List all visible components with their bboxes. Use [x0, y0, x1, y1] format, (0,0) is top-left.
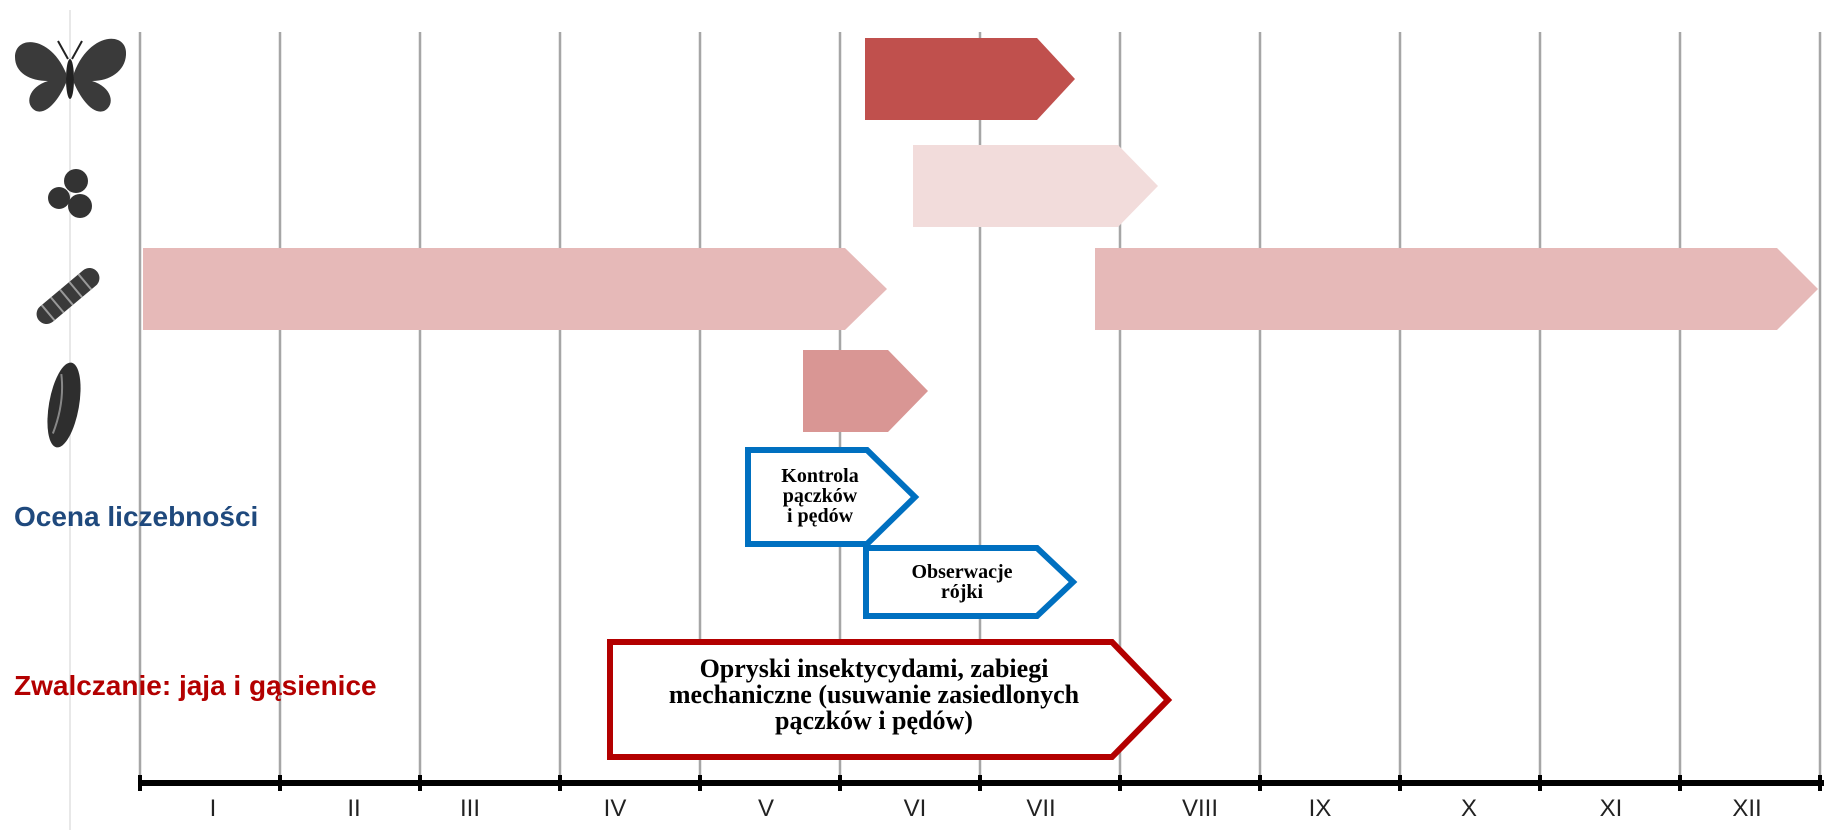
month-label-12: XII [1732, 795, 1762, 822]
grid-lines [138, 32, 1822, 785]
month-label-5: V [757, 795, 774, 822]
eggs-icon [48, 169, 92, 218]
month-label-8: VIII [1181, 795, 1218, 822]
time-axis [138, 775, 1824, 791]
spraying-line-3: pączków i pędów) [775, 706, 973, 735]
month-label-2: II [347, 795, 361, 822]
month-label-4: IV [603, 795, 627, 822]
spraying-line-1: Opryski insektycydami, zabiegi [699, 654, 1049, 683]
swarm-observation-line-2: rójki [940, 581, 984, 603]
month-label-1: I [209, 795, 217, 822]
buds-check-line-1: Kontrola [781, 465, 859, 487]
month-label-9: IX [1308, 795, 1332, 822]
control-label: Zwalczanie: jaja i gąsienice [14, 670, 377, 701]
buds-check-line-2: pączków [782, 485, 858, 507]
month-label-6: VI [903, 795, 927, 822]
spraying-text: Opryski insektycydami, zabiegi mechanicz… [622, 656, 1126, 734]
assessment-label: Ocena liczebności [14, 501, 259, 532]
swarm-observation-line-1: Obserwacje [911, 561, 1013, 583]
month-label-11: XI [1599, 795, 1623, 822]
swarm-observation-text: Obserwacje rójki [872, 562, 1052, 602]
caterpillar-icon [36, 268, 100, 324]
month-label-7: VII [1026, 795, 1056, 822]
butterfly-icon [15, 38, 127, 112]
pupa-icon [47, 362, 81, 448]
eggs-period-arrow [913, 145, 1158, 227]
month-label-10: X [1460, 795, 1477, 822]
pupa-period-arrow [803, 350, 928, 432]
swarm-observation-box [863, 545, 1078, 619]
moth-period-arrow [865, 38, 1075, 120]
month-label-3: III [459, 795, 480, 822]
buds-check-line-3: i pędów [786, 505, 854, 527]
buds-check-text: Kontrola pączków i pędów [752, 466, 888, 526]
spraying-box [607, 639, 1173, 760]
caterpillar-period-arrow-1 [143, 248, 887, 330]
spraying-line-2: mechaniczne (usuwanie zasiedlonych [668, 680, 1080, 709]
buds-check-box [745, 447, 920, 547]
caterpillar-period-arrow-2 [1095, 248, 1818, 330]
